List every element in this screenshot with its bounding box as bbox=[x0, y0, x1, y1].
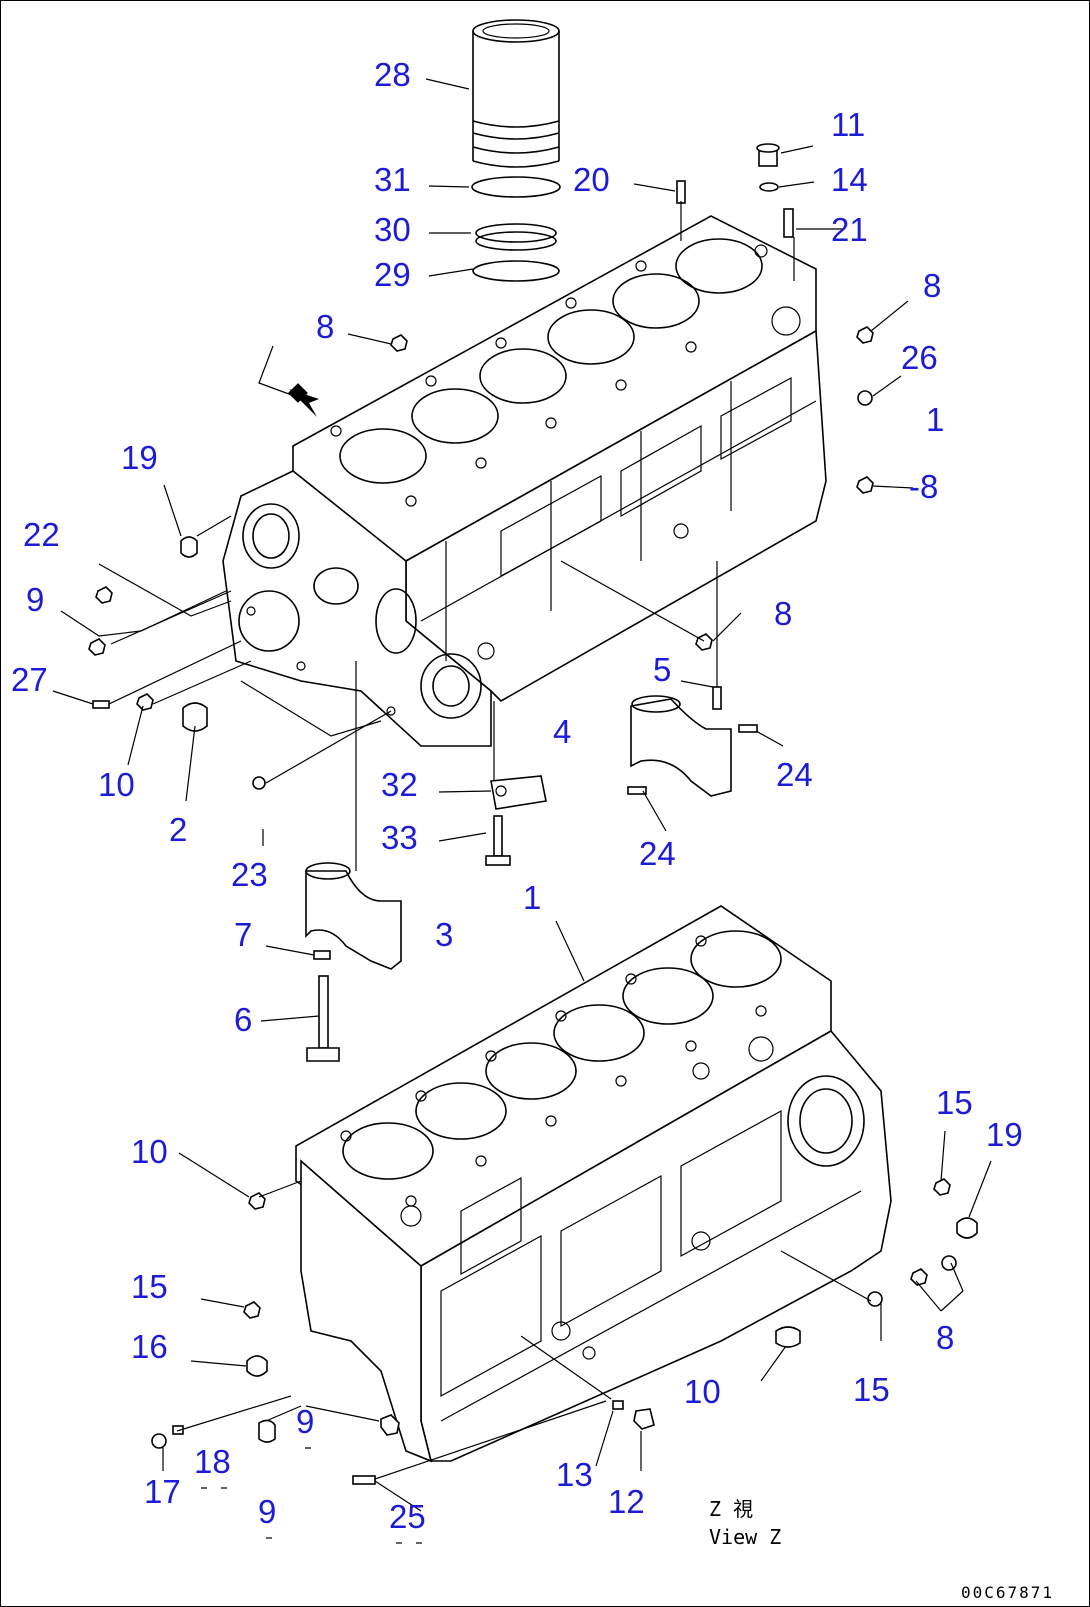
callout-10-c: 10 bbox=[684, 1373, 721, 1410]
callout-30: 30 bbox=[374, 211, 411, 248]
callout-numbers: 28 31 30 29 20 11 14 21 8 8 26 1 -8 19 2… bbox=[11, 56, 1023, 1535]
callout-10-b: 10 bbox=[131, 1133, 168, 1170]
liner-o-rings bbox=[471, 176, 561, 282]
upper-cylinder-block bbox=[222, 215, 827, 747]
number-dashes bbox=[201, 1447, 422, 1544]
callout-24-a: 24 bbox=[776, 756, 813, 793]
callout-8-c: -8 bbox=[909, 468, 938, 505]
callout-1-a: 1 bbox=[926, 401, 944, 438]
small-parts-top bbox=[676, 143, 794, 238]
callout-28: 28 bbox=[374, 56, 411, 93]
callout-18: 18 bbox=[194, 1443, 231, 1480]
callout-2: 2 bbox=[169, 811, 187, 848]
callout-8-a: 8 bbox=[923, 267, 941, 304]
loose-parts bbox=[88, 326, 978, 1485]
callout-22: 22 bbox=[23, 516, 60, 553]
callout-1-b: 1 bbox=[523, 879, 541, 916]
callout-23: 23 bbox=[231, 856, 268, 893]
callout-8-e: 8 bbox=[936, 1319, 954, 1356]
callout-12: 12 bbox=[608, 1483, 645, 1520]
callout-9-c: 9 bbox=[258, 1493, 276, 1530]
callout-17: 17 bbox=[144, 1473, 181, 1510]
callout-33: 33 bbox=[381, 819, 418, 856]
callout-4: 4 bbox=[553, 713, 571, 750]
callout-7: 7 bbox=[234, 916, 252, 953]
callout-15-a: 15 bbox=[936, 1084, 973, 1121]
callout-29: 29 bbox=[374, 256, 411, 293]
callout-15-c: 15 bbox=[853, 1371, 890, 1408]
callout-13: 13 bbox=[556, 1456, 593, 1493]
callout-19-b: 19 bbox=[986, 1116, 1023, 1153]
callout-10-a: 10 bbox=[98, 766, 135, 803]
callout-31: 31 bbox=[374, 161, 411, 198]
callout-5: 5 bbox=[653, 651, 671, 688]
lower-cylinder-block-view-z bbox=[295, 905, 892, 1463]
callout-25: 25 bbox=[389, 1498, 426, 1535]
callout-24-b: 24 bbox=[639, 835, 676, 872]
callout-11: 11 bbox=[831, 106, 865, 143]
callout-9-a: 9 bbox=[26, 581, 44, 618]
callout-16: 16 bbox=[131, 1328, 168, 1365]
callout-26: 26 bbox=[901, 339, 938, 376]
view-z-caption-en: View Z bbox=[709, 1525, 781, 1549]
callout-21: 21 bbox=[831, 211, 868, 248]
callout-9-b: 9 bbox=[296, 1403, 314, 1440]
callout-20: 20 bbox=[573, 161, 610, 198]
leader-lines bbox=[52, 78, 992, 1512]
callout-8-d: 8 bbox=[774, 595, 792, 632]
callout-8-b: 8 bbox=[316, 308, 334, 345]
document-id: 00C67871 bbox=[961, 1583, 1054, 1602]
callout-15-b: 15 bbox=[131, 1268, 168, 1305]
callout-32: 32 bbox=[381, 766, 418, 803]
cylinder-liner bbox=[472, 19, 560, 168]
callout-27: 27 bbox=[11, 661, 48, 698]
callout-19-a: 19 bbox=[121, 439, 158, 476]
view-z-caption-jp: Z 視 bbox=[709, 1497, 753, 1521]
callout-14: 14 bbox=[831, 161, 868, 198]
callout-6: 6 bbox=[234, 1001, 252, 1038]
callout-3: 3 bbox=[435, 916, 453, 953]
